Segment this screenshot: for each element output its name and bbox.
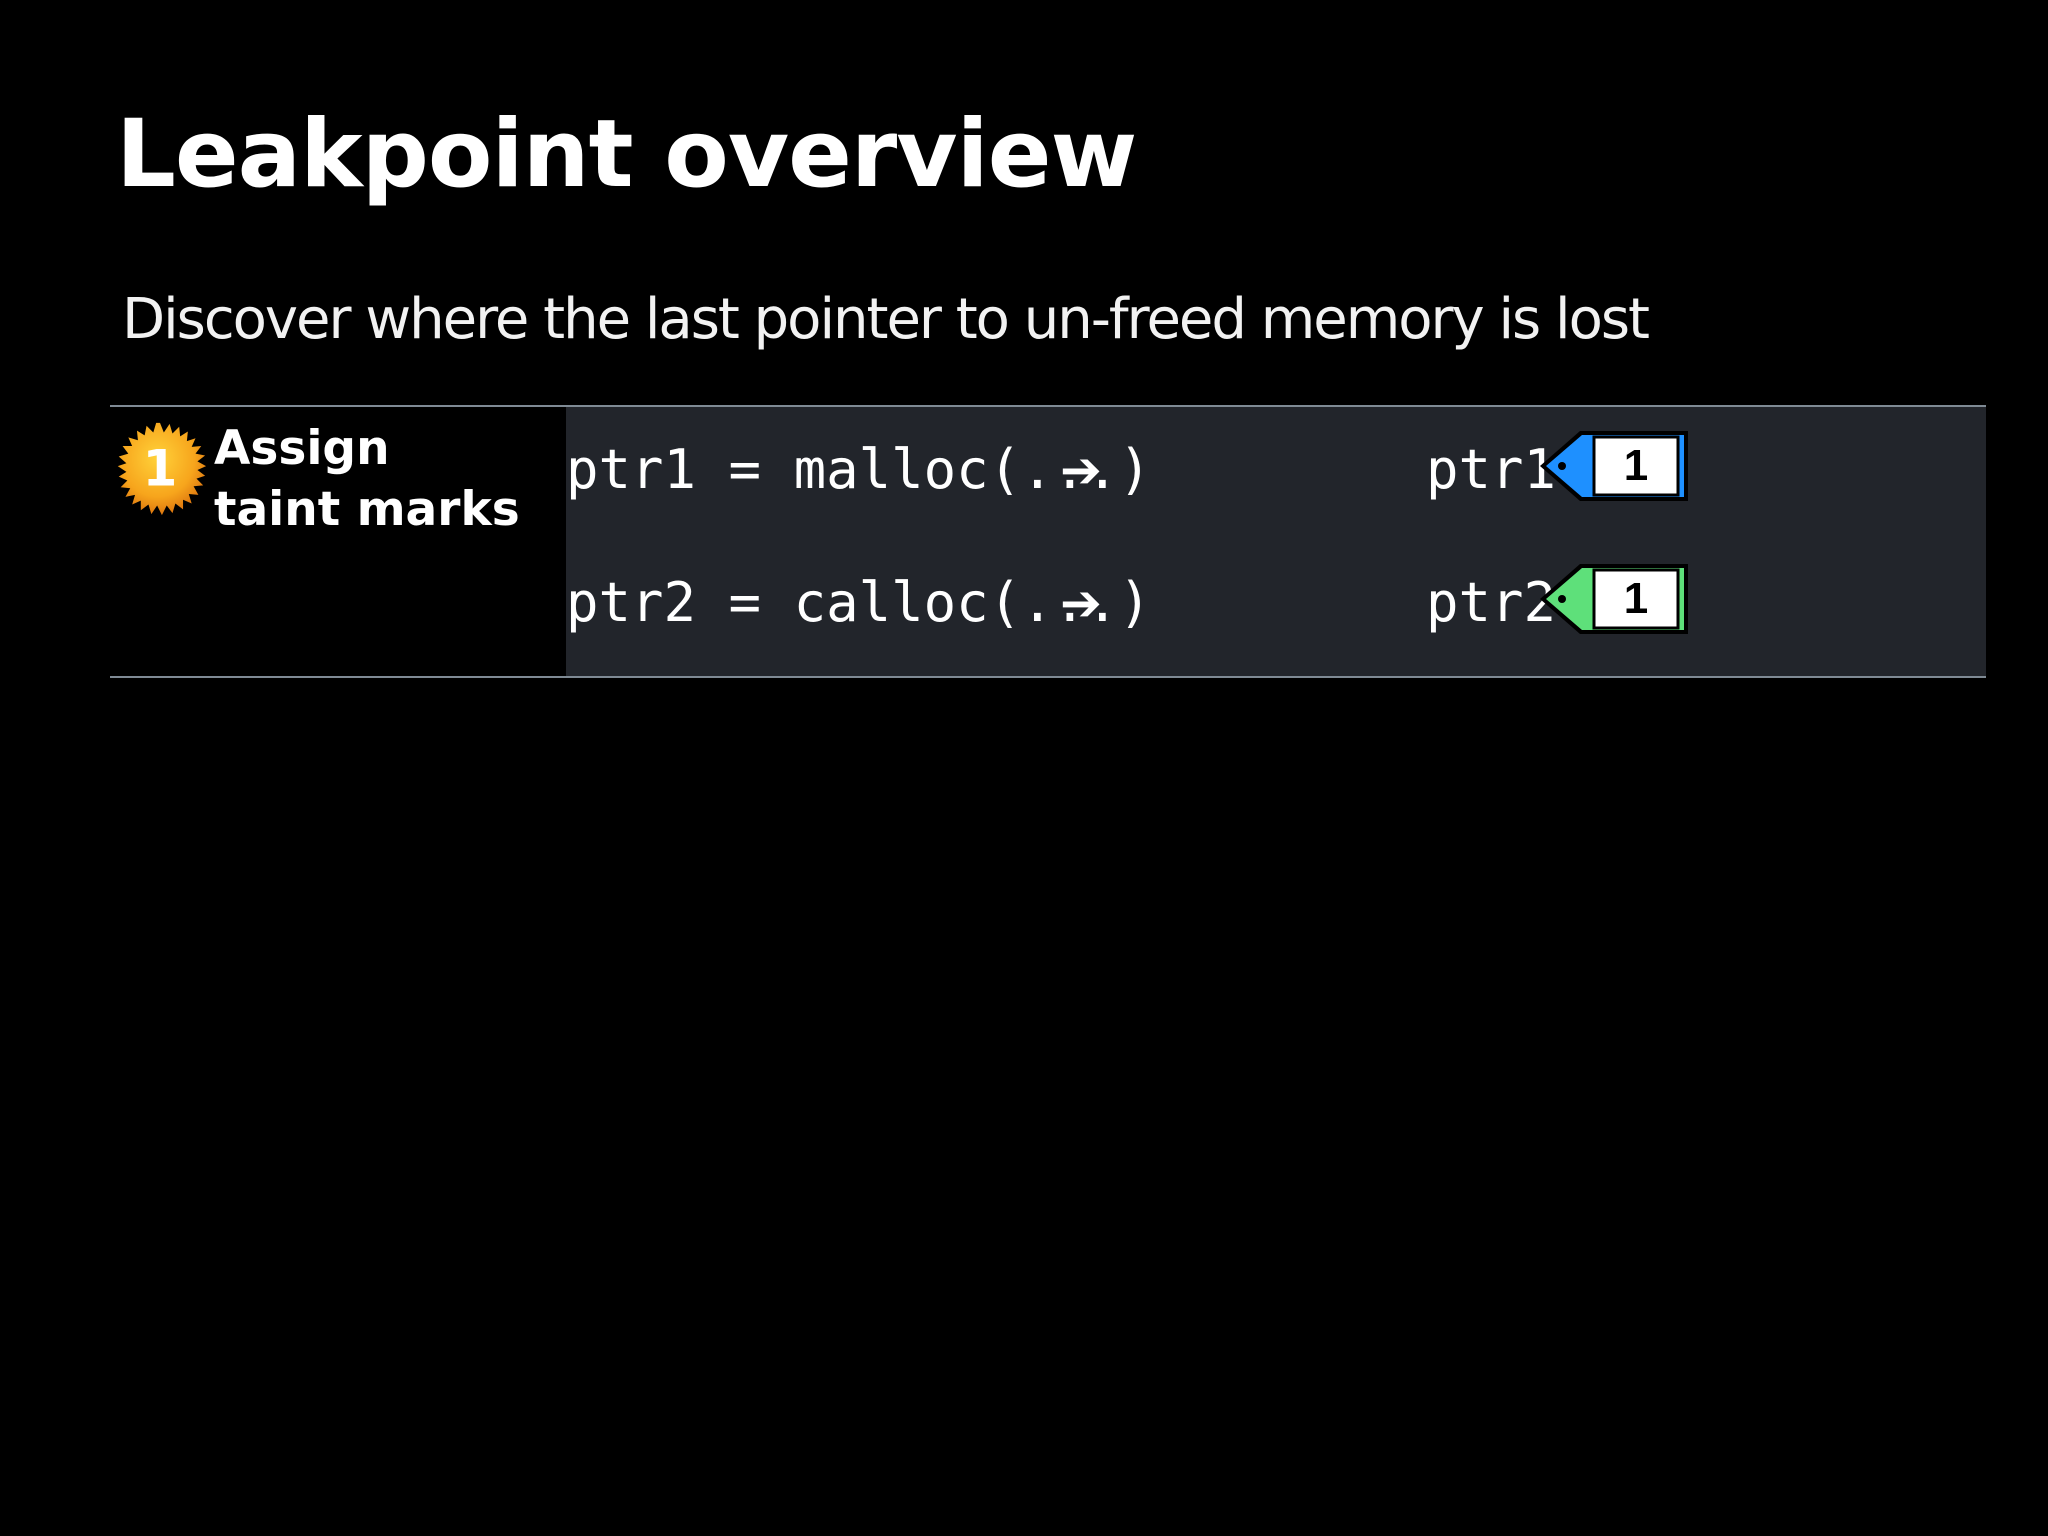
step-label-line1: Assign [214, 421, 390, 476]
right-arrow-icon: ➔ [1060, 441, 1102, 499]
step-label-line2: taint marks [214, 482, 520, 537]
code-panel: ptr1 = malloc(...) ➔ ptr1 1 ptr2 = callo… [566, 407, 1986, 676]
code-line: ptr2 = calloc(...) ➔ ptr2 1 [566, 560, 1986, 650]
code-statement: ptr1 = malloc(...) [566, 438, 1152, 501]
step-header: 1 Assign taint marks [110, 407, 566, 676]
result-pointer: ptr1 [1426, 438, 1557, 501]
tag-value: 1 [1623, 574, 1649, 623]
step-number: 1 [143, 439, 178, 497]
right-arrow-icon: ➔ [1060, 574, 1102, 632]
step-row: 1 Assign taint marks ptr1 = malloc(...) … [110, 405, 1986, 678]
slide-title: Leakpoint overview [116, 100, 1137, 209]
slide-subtitle: Discover where the last pointer to un-fr… [122, 287, 1650, 352]
code-statement: ptr2 = calloc(...) [566, 571, 1152, 634]
code-line: ptr1 = malloc(...) ➔ ptr1 1 [566, 427, 1986, 517]
step-number-badge-icon: 1 [112, 421, 208, 517]
taint-tag-icon: 1 [1538, 427, 1690, 505]
result-pointer: ptr2 [1426, 571, 1557, 634]
taint-tag-icon: 1 [1538, 560, 1690, 638]
step-label: Assign taint marks [214, 418, 520, 540]
tag-value: 1 [1623, 441, 1649, 490]
